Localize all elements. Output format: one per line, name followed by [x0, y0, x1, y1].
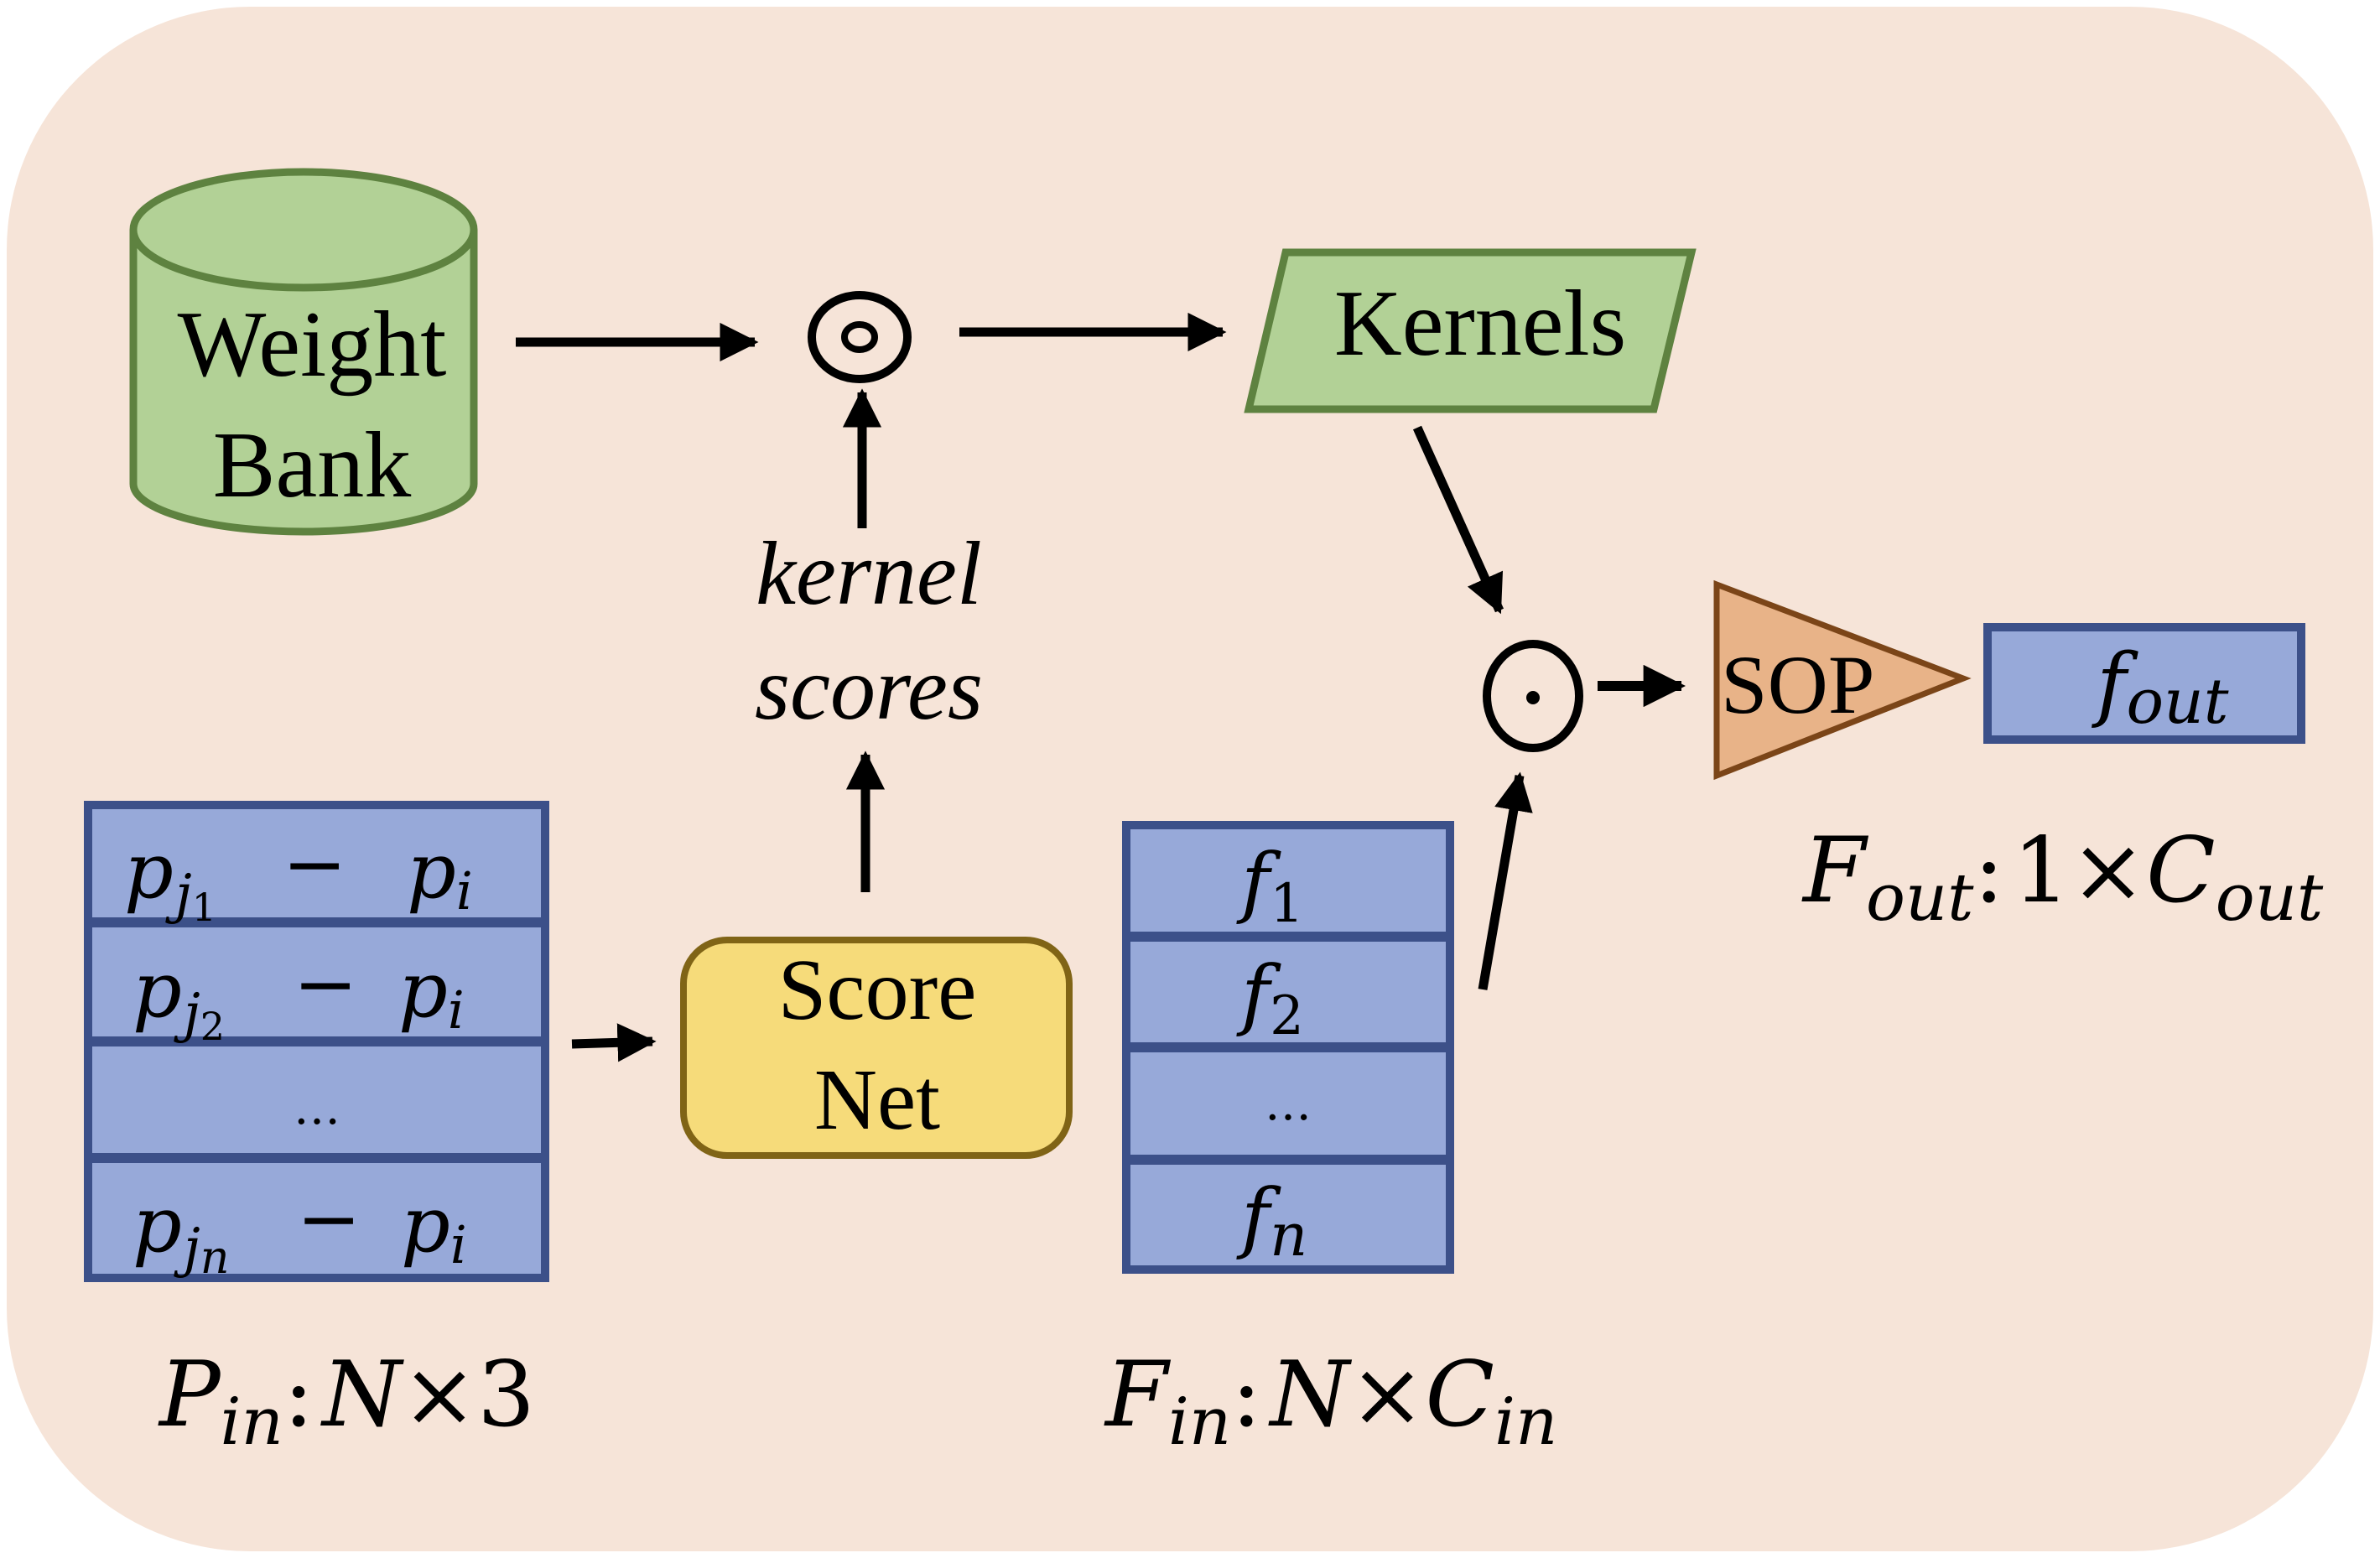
point-input-shape-label: Pin:N×3: [158, 1342, 535, 1460]
weight-bank-label-line1: Weight: [178, 293, 447, 397]
output-feature-label: fout: [2092, 636, 2229, 738]
arrow-points-to-scorenet: [571, 1023, 657, 1062]
svg-text:pj1: pj1: [124, 826, 216, 930]
svg-text:−: −: [293, 939, 357, 1029]
kernel-scores-label-line1: kernel: [756, 524, 982, 624]
arrow-features-to-combineop: [1478, 771, 1533, 990]
arrow-kernels-to-combineop: [1412, 425, 1504, 615]
feature-row-ellipsis: …: [1265, 1077, 1312, 1131]
kernels-label: Kernels: [1334, 272, 1626, 376]
svg-text:−: −: [296, 1174, 361, 1264]
score-net-label-line1: Score: [778, 942, 977, 1038]
output-feature-block: fout: [1983, 623, 2305, 744]
output-shape-label: Fout:1×Cout: [1801, 818, 2324, 936]
sop-label: SOP: [1721, 638, 1874, 731]
svg-text:pi: pi: [407, 826, 473, 922]
sop-block: SOP: [1713, 579, 1972, 781]
background-panel: [7, 7, 2373, 1551]
weight-bank-label-line2: Bank: [213, 413, 411, 517]
feature-input-block: f1 f2 … fn: [1122, 821, 1454, 1274]
svg-text:pi: pi: [398, 945, 465, 1041]
point-input-block: pj1 − pi pj2 − pi … pjn − pi: [84, 801, 549, 1284]
kernels-block: Kernels: [1244, 248, 1697, 413]
svg-text:pi: pi: [401, 1180, 467, 1275]
score-net-label-line2: Net: [814, 1052, 940, 1148]
svg-text:pj2: pj2: [133, 945, 225, 1049]
score-net-block: Score Net: [680, 937, 1073, 1159]
point-row-ellipsis: …: [294, 1081, 340, 1135]
svg-text:−: −: [282, 819, 346, 909]
feature-input-shape-label: Fin:N×Cin: [1104, 1342, 1557, 1460]
point-row-n: pjn − pi: [133, 1174, 467, 1284]
weight-bank-cylinder: Weight Bank: [129, 168, 478, 536]
svg-text:pjn: pjn: [133, 1180, 230, 1284]
kernel-op-icon: [808, 291, 912, 383]
point-row-2: pj2 − pi: [133, 939, 465, 1049]
kernel-scores-label-line2: scores: [755, 639, 983, 739]
combine-op-icon: [1483, 640, 1583, 752]
point-row-1: pj1 − pi: [124, 819, 473, 930]
